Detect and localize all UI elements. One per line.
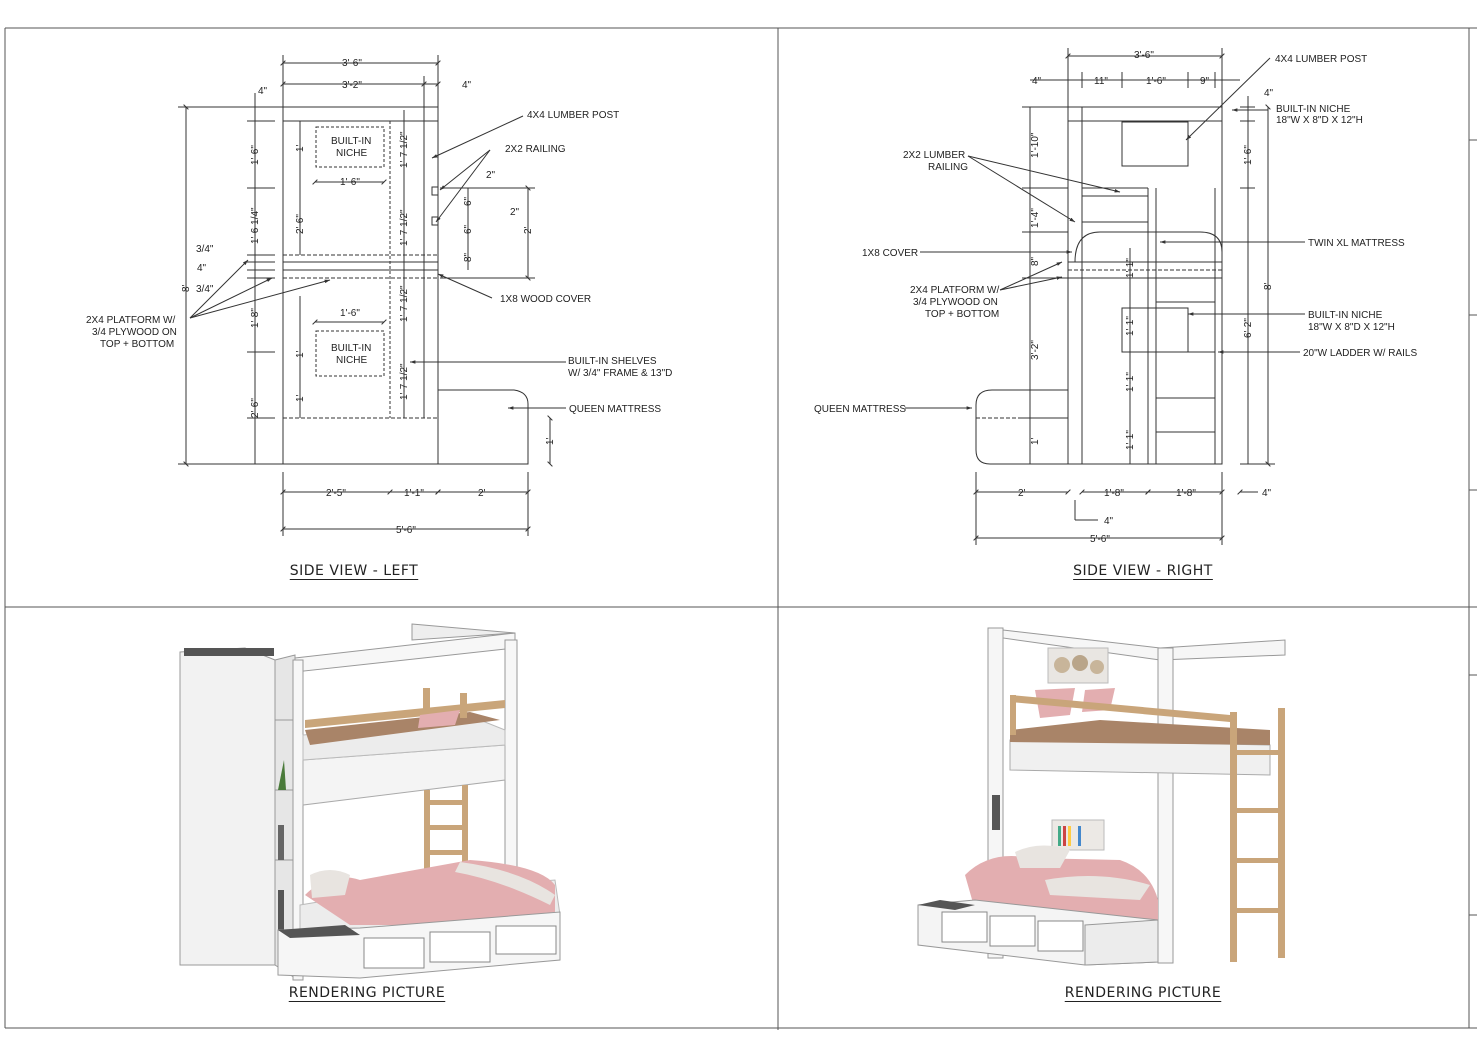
callout-label: 18"W X 8"D X 12"H bbox=[1308, 322, 1395, 333]
callout-label: 20"W LADDER W/ RAILS bbox=[1303, 348, 1417, 359]
dim-label: 1'-8" bbox=[1104, 488, 1124, 499]
dim-label: 1' bbox=[1030, 437, 1041, 445]
dim-label: 1'-1" bbox=[1125, 316, 1136, 336]
niche-label: BUILT-IN bbox=[331, 343, 371, 354]
dim-label: 4" bbox=[258, 86, 268, 97]
callout-label: 3/4 PLYWOOD ON bbox=[92, 327, 177, 338]
dim-label: 1'-6" bbox=[1146, 76, 1166, 87]
dim-label: 1'-6 1/4" bbox=[250, 207, 261, 244]
dim-label: 9" bbox=[1200, 76, 1210, 87]
dim-label: 1'-7 1/2" bbox=[399, 285, 410, 322]
niche-label: NICHE bbox=[336, 148, 367, 159]
dim-label: 3/4" bbox=[196, 244, 214, 255]
dim-label: 3'-6" bbox=[1134, 50, 1154, 61]
dim-label: 1' bbox=[295, 144, 306, 152]
dim-label: 8' bbox=[1263, 282, 1274, 290]
dim-label: 4" bbox=[1032, 76, 1042, 87]
callout-label: 4X4 LUMBER POST bbox=[1275, 54, 1367, 65]
dim-label: 1'-8" bbox=[1176, 488, 1196, 499]
panel-title-render-left: RENDERING PICTURE bbox=[288, 985, 446, 1001]
callout-label: 1X8 COVER bbox=[862, 248, 918, 259]
dim-label: 1'-6" bbox=[250, 145, 261, 165]
dim-label: 2' bbox=[1018, 488, 1026, 499]
dim-label: 4" bbox=[1104, 516, 1114, 527]
callout-label: BUILT-IN NICHE bbox=[1276, 104, 1351, 115]
dim-label: 1'-6" bbox=[340, 308, 360, 319]
left-view-labels: 3'-6" 3'-2" 4" 4" 8' 1'-6" 1'-6 1/4" 3/4… bbox=[86, 58, 672, 536]
dim-label: 4" bbox=[1264, 88, 1274, 99]
callout-label: BUILT-IN SHELVES bbox=[568, 356, 657, 367]
dim-label: 1' bbox=[295, 350, 306, 358]
callout-label: 2X2 RAILING bbox=[505, 144, 566, 155]
dim-label: 2'-5" bbox=[326, 488, 346, 499]
dim-label: 3'-2" bbox=[342, 80, 362, 91]
dim-label: 1'-7 1/2" bbox=[399, 131, 410, 168]
dim-label: 1'-1" bbox=[404, 488, 424, 499]
callout-label: 2X4 PLATFORM W/ bbox=[86, 315, 175, 326]
dim-label: 1'-1" bbox=[1125, 372, 1136, 392]
dim-label: 3/4" bbox=[196, 284, 214, 295]
panel-title-render-right: RENDERING PICTURE bbox=[1064, 985, 1222, 1001]
dim-label: 1'-10" bbox=[1030, 132, 1041, 158]
dim-label: 5'-6" bbox=[1090, 534, 1110, 545]
dim-label: 4" bbox=[462, 80, 472, 91]
callout-label: RAILING bbox=[928, 162, 968, 173]
panel-title-side-left: SIDE VIEW - LEFT bbox=[289, 563, 419, 579]
dim-label: 1' bbox=[545, 437, 556, 445]
niche-label: BUILT-IN bbox=[331, 136, 371, 147]
dim-label: 6" bbox=[463, 196, 474, 206]
dim-label: 2'-6" bbox=[295, 214, 306, 234]
sheet-frame bbox=[4, 27, 1477, 1030]
right-view-labels: 3'-6" 4" 11" 1'-6" 9" 4" 1'-10" 1'-4" 8"… bbox=[814, 50, 1417, 545]
callout-label: W/ 3/4" FRAME & 13"D bbox=[568, 368, 672, 379]
dim-label: 1'-7 1/2" bbox=[399, 209, 410, 246]
callout-label: 18"W X 8"D X 12"H bbox=[1276, 115, 1363, 126]
dim-label: 3'-2" bbox=[1030, 340, 1041, 360]
dim-label: 8' bbox=[181, 284, 192, 292]
dim-label: 1'-1" bbox=[1125, 258, 1136, 278]
callout-label: BUILT-IN NICHE bbox=[1308, 310, 1383, 321]
callout-label: 1X8 WOOD COVER bbox=[500, 294, 591, 305]
dim-label: 3'-6" bbox=[342, 58, 362, 69]
dim-label: 1' bbox=[295, 394, 306, 402]
callout-label: TWIN XL MATTRESS bbox=[1308, 238, 1405, 249]
callout-label: QUEEN MATTRESS bbox=[569, 404, 661, 415]
dim-label: 6" bbox=[463, 224, 474, 234]
dim-label: 1'-8" bbox=[250, 308, 261, 328]
callout-label: 3/4 PLYWOOD ON bbox=[913, 297, 998, 308]
callout-label: TOP + BOTTOM bbox=[100, 339, 174, 350]
dim-label: 2'-6" bbox=[250, 398, 261, 418]
dim-label: 1'-4" bbox=[1030, 208, 1041, 228]
callout-label: 2X2 LUMBER bbox=[903, 150, 965, 161]
dim-label: 1'-6" bbox=[340, 177, 360, 188]
callout-label: 4X4 LUMBER POST bbox=[527, 110, 619, 121]
dim-label: 2' bbox=[478, 488, 486, 499]
dim-label: 6'-2" bbox=[1243, 318, 1254, 338]
left-side-view bbox=[178, 55, 566, 536]
callout-label: TOP + BOTTOM bbox=[925, 309, 999, 320]
callout-label: QUEEN MATTRESS bbox=[814, 404, 906, 415]
rendering-left bbox=[179, 623, 561, 981]
dim-label: 8" bbox=[463, 252, 474, 262]
dim-label: 1'-7 1/2" bbox=[399, 363, 410, 400]
dim-label: 8" bbox=[1030, 256, 1041, 266]
right-side-view bbox=[905, 48, 1305, 545]
dim-label: 2" bbox=[510, 207, 520, 218]
dim-label: 5'-6" bbox=[396, 525, 416, 536]
dim-label: 4" bbox=[197, 263, 207, 274]
niche-label: NICHE bbox=[336, 355, 367, 366]
callout-label: 2X4 PLATFORM W/ bbox=[910, 285, 999, 296]
dim-label: 2" bbox=[486, 170, 496, 181]
panel-title-side-right: SIDE VIEW - RIGHT bbox=[1073, 563, 1213, 579]
dim-label: 1'-6" bbox=[1243, 145, 1254, 165]
dim-label: 1'-1" bbox=[1125, 430, 1136, 450]
dim-label: 2' bbox=[523, 226, 534, 234]
dim-label: 4" bbox=[1262, 488, 1272, 499]
dim-label: 11" bbox=[1094, 76, 1108, 87]
rendering-right bbox=[917, 627, 1286, 966]
